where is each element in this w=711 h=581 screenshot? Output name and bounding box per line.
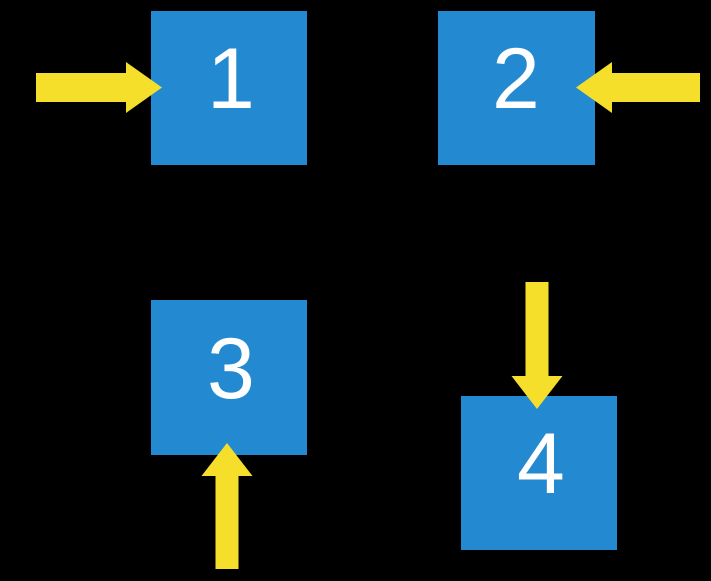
node-box-1[interactable] bbox=[151, 11, 307, 165]
node-label-1: 1 bbox=[207, 31, 255, 127]
node-box-4[interactable] bbox=[461, 396, 617, 550]
node-box-3[interactable] bbox=[151, 300, 307, 455]
node-box-2[interactable] bbox=[438, 11, 595, 165]
node-label-3: 3 bbox=[207, 321, 255, 417]
node-label-2: 2 bbox=[492, 31, 540, 127]
node-label-4: 4 bbox=[517, 416, 565, 512]
